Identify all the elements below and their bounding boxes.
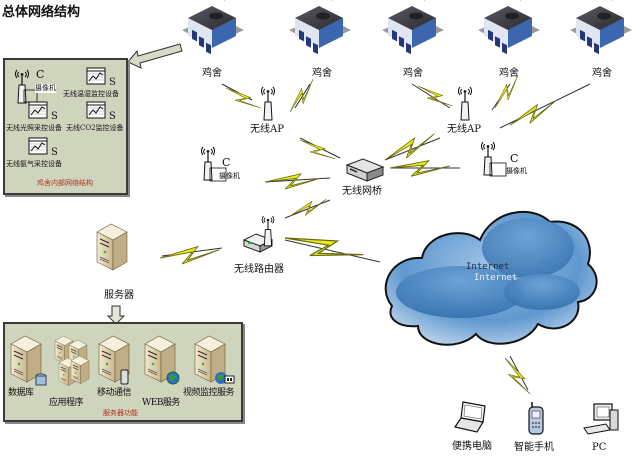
service-label-mobile: 移动通信 <box>97 388 132 398</box>
desktop-pc-icon <box>583 403 619 435</box>
wireless-router-icon <box>242 215 275 253</box>
link-coop5-apright <box>499 83 591 129</box>
server-label: 服务器 <box>104 290 134 301</box>
camera-right-label: 摄像机 <box>506 167 527 175</box>
client-label-smartphone: 智能手机 <box>514 442 554 453</box>
application-server-icon <box>54 335 90 386</box>
sensor-label-light: 无线光照采控设备 <box>6 124 62 132</box>
coop-label: 鸡舍 <box>312 68 332 79</box>
sensor-letter: S <box>109 111 116 122</box>
camera-right-letter: C <box>510 152 519 165</box>
sensor-label-co2: 无线CO2监控设备 <box>66 124 124 132</box>
building-icon <box>382 0 444 55</box>
bolt-icon <box>286 76 319 116</box>
bolt-icon <box>158 243 222 268</box>
coop-internal-panel: C 摄像机 S 无线温湿监控设备 S 无线光照采控设备 S 无线CO2监控设备 … <box>3 58 128 195</box>
camera-letter: C <box>36 68 45 81</box>
wireless-ap-icon <box>457 86 473 121</box>
building-icon <box>570 0 632 55</box>
sensor-label-ammonia: 无线氨气采控设备 <box>6 160 62 168</box>
sensor-letter: S <box>51 147 58 158</box>
camera-icon <box>480 141 507 177</box>
camera-left-letter: C <box>222 156 231 169</box>
bolt-icon <box>264 172 322 191</box>
client-label-laptop: 便携电脑 <box>452 441 492 452</box>
bolt-icon <box>222 84 263 114</box>
wireless-bridge-icon <box>345 158 385 182</box>
smartphone-icon <box>528 402 544 435</box>
service-label-web: WEB服务 <box>142 398 180 408</box>
diagram-title: 总体网络结构 <box>2 5 81 20</box>
bolt-icon <box>288 195 330 222</box>
sensor-chart-icon <box>86 67 106 85</box>
sensor-letter: S <box>51 111 58 122</box>
link-router-internet <box>284 239 381 263</box>
bolt-icon <box>296 136 338 165</box>
bridge-label: 无线网桥 <box>342 186 382 197</box>
service-label-video: 视频监控服务 <box>183 388 235 398</box>
bolt-icon <box>281 229 366 267</box>
internet-shadow-label: Internet <box>474 273 518 283</box>
coop-label: 鸡舍 <box>403 68 423 79</box>
ap-right-label: 无线AP <box>447 124 481 135</box>
link-coop3-apright <box>411 83 451 109</box>
building-icon <box>478 0 540 55</box>
service-label-database: 数据库 <box>8 388 34 398</box>
database-server-icon <box>10 335 47 386</box>
link-apright-bridge <box>384 137 441 161</box>
internet-label: Internet <box>466 262 510 272</box>
coop-label: 鸡舍 <box>202 68 222 79</box>
server-panel-caption: 服务器功能 <box>103 409 138 417</box>
server-functions-panel: 数据库 应用程序 移动通信 WEB服务 视频监控服务 服务器功能 <box>3 322 243 422</box>
camera-left-label: 摄像机 <box>219 172 240 180</box>
camera-icon <box>200 146 227 182</box>
sensor-chart-icon <box>86 101 106 119</box>
sensor-label-temp-humidity: 无线温湿监控设备 <box>63 90 119 98</box>
arrow-to-server-panel <box>106 305 126 325</box>
client-label-pc: PC <box>592 442 607 453</box>
bolt-icon <box>499 355 535 399</box>
coop-label: 鸡舍 <box>592 68 612 79</box>
mobile-server-icon <box>98 335 130 385</box>
video-server-icon <box>194 335 235 384</box>
bolt-icon <box>507 95 560 133</box>
sensor-letter: S <box>109 77 116 88</box>
wireless-ap-icon <box>260 86 276 121</box>
service-label-application: 应用程序 <box>49 398 84 408</box>
coop-panel-caption: 鸡舍内部网络结构 <box>37 179 93 187</box>
laptop-icon <box>454 401 486 433</box>
camera-label: 摄像机 <box>35 84 56 93</box>
building-icon <box>182 0 244 55</box>
building-icon <box>289 0 351 55</box>
coop-label: 鸡舍 <box>499 68 519 79</box>
internet-cloud-icon <box>384 210 598 346</box>
ap-left-label: 无线AP <box>250 124 284 135</box>
sensor-chart-icon <box>28 137 48 155</box>
arrow-to-coop-panel <box>127 43 183 69</box>
sensor-chart-icon <box>28 101 48 119</box>
bolt-icon <box>381 128 439 168</box>
router-label: 无线路由器 <box>234 264 284 275</box>
server-icon <box>96 223 128 271</box>
web-server-icon <box>144 335 180 385</box>
